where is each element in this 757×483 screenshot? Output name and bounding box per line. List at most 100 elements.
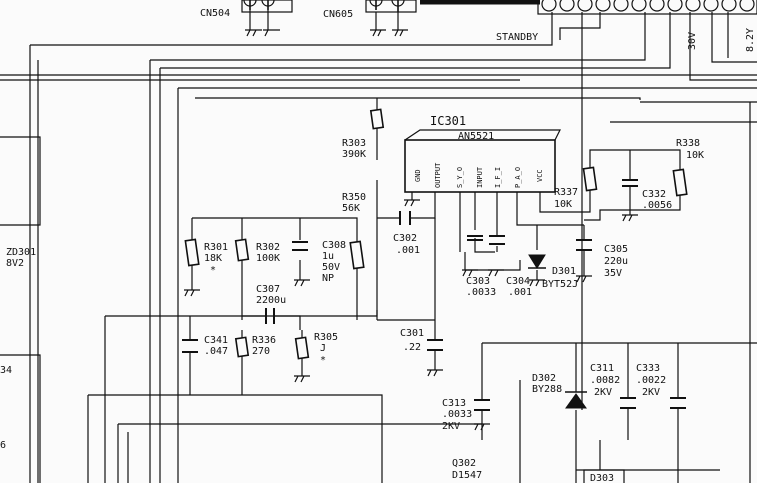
r303-ref: R303 bbox=[342, 138, 366, 149]
ground-symbols bbox=[184, 29, 638, 431]
d301-ref: D301 bbox=[552, 266, 576, 277]
capacitors bbox=[182, 179, 686, 411]
r336-body bbox=[234, 336, 250, 358]
ic301-ref: IC301 bbox=[430, 114, 466, 128]
cn504-label: CN504 bbox=[200, 8, 230, 19]
r302-value: 100K bbox=[256, 253, 280, 264]
c311-value-1: .0082 bbox=[590, 375, 620, 386]
c332-plates bbox=[622, 179, 638, 187]
c313-value-1: .0033 bbox=[442, 409, 472, 420]
c302-plates bbox=[399, 211, 411, 225]
c304-plates bbox=[489, 235, 505, 245]
c311-ref: C311 bbox=[590, 363, 614, 374]
d302-ref: D302 bbox=[532, 373, 556, 384]
c304-ref: C304 bbox=[506, 276, 530, 287]
d303-ref: D303 bbox=[590, 473, 614, 483]
d301-symbol bbox=[528, 254, 546, 269]
c301-plates bbox=[427, 339, 443, 351]
pin-vcc: VCC bbox=[536, 169, 544, 182]
r301-body bbox=[184, 238, 200, 267]
q302-ref: Q302 bbox=[452, 458, 476, 469]
zd301-value: 8V2 bbox=[6, 258, 24, 269]
c302-value: .001 bbox=[396, 245, 420, 256]
r301-mark: * bbox=[210, 265, 216, 276]
r302-body bbox=[234, 238, 250, 262]
c333-value-1: .0022 bbox=[636, 375, 666, 386]
r337-ref: R337 bbox=[554, 187, 578, 198]
c301-value: .22 bbox=[403, 342, 421, 353]
pin-output: OUTPUT bbox=[434, 162, 442, 188]
r338-ref: R338 bbox=[676, 138, 700, 149]
d301-value: BYT52J bbox=[542, 279, 578, 290]
c304-value: .001 bbox=[508, 287, 532, 298]
c305-value-1: 220u bbox=[604, 256, 628, 267]
c341-ref: C341 bbox=[204, 335, 228, 346]
c305-ref: C305 bbox=[604, 244, 628, 255]
r305-ref: R305 bbox=[314, 332, 338, 343]
c307-value: 2200u bbox=[256, 295, 286, 306]
v82-label: 8.2Y bbox=[745, 28, 756, 52]
c333-plates bbox=[670, 397, 686, 409]
r338-body bbox=[672, 168, 688, 197]
resistors bbox=[184, 108, 688, 360]
c308-value-3: NP bbox=[322, 273, 334, 284]
zd301-ref: ZD301 bbox=[6, 247, 36, 258]
d303-body bbox=[583, 469, 625, 483]
standby-label: STANDBY bbox=[496, 32, 538, 43]
c307-plates bbox=[265, 308, 275, 324]
r301-value: 18K bbox=[204, 253, 222, 264]
d302-value: BY288 bbox=[532, 384, 562, 395]
r303-value: 390K bbox=[342, 149, 366, 160]
r336-value: 270 bbox=[252, 346, 270, 357]
c303-value: .0033 bbox=[466, 287, 496, 298]
c308-plates bbox=[292, 241, 308, 251]
pin-pao: P_A_O bbox=[514, 167, 522, 188]
c308-ref: C308 bbox=[322, 240, 346, 251]
r303-body bbox=[369, 108, 385, 130]
pin-ifi: I_F_I bbox=[494, 167, 502, 188]
r350-ref: R350 bbox=[342, 192, 366, 203]
left-fragment-2: 6 bbox=[0, 440, 6, 451]
left-fragment-1: 34 bbox=[0, 365, 12, 376]
v30-label: 30V bbox=[687, 32, 698, 50]
pin-gnd: GND bbox=[414, 169, 422, 182]
c333-value-2: 2KV bbox=[642, 387, 660, 398]
c313-plates bbox=[474, 399, 490, 411]
ic301-part: AN5521 bbox=[458, 131, 494, 142]
c311-value-2: 2KV bbox=[594, 387, 612, 398]
c302-ref: C302 bbox=[393, 233, 417, 244]
r350-body bbox=[349, 240, 365, 270]
c301-ref: C301 bbox=[400, 328, 424, 339]
r337-body bbox=[582, 166, 598, 192]
ic301-body bbox=[404, 139, 556, 193]
r305-mark: * bbox=[320, 355, 326, 366]
diodes bbox=[528, 254, 625, 483]
r301-ref: R301 bbox=[204, 242, 228, 253]
pin-input: INPUT bbox=[476, 166, 484, 188]
cn605-label: CN605 bbox=[323, 9, 353, 20]
r305-value: J bbox=[320, 343, 326, 354]
d302-symbol bbox=[565, 393, 587, 409]
r336-ref: R336 bbox=[252, 335, 276, 346]
c332-value: .0056 bbox=[642, 200, 672, 211]
c307-ref: C307 bbox=[256, 284, 280, 295]
c308-value-1: 1u bbox=[322, 251, 334, 262]
r302-ref: R302 bbox=[256, 242, 280, 253]
c333-ref: C333 bbox=[636, 363, 660, 374]
r338-value: 10K bbox=[686, 150, 704, 161]
c341-value: .047 bbox=[204, 346, 228, 357]
r350-value: 56K bbox=[342, 203, 360, 214]
c313-ref: C313 bbox=[442, 398, 466, 409]
c303-ref: C303 bbox=[466, 276, 490, 287]
pin-syo: S_Y_O bbox=[456, 167, 464, 188]
c332-ref: C332 bbox=[642, 189, 666, 200]
c305-value-2: 35V bbox=[604, 268, 622, 279]
q302-value: D1547 bbox=[452, 470, 482, 481]
c308-value-2: 50V bbox=[322, 262, 340, 273]
r337-value: 10K bbox=[554, 199, 572, 210]
labels: CN504 CN605 STANDBY 30V 8.2Y IC301 AN552… bbox=[0, 8, 756, 483]
c303-plates bbox=[467, 235, 483, 241]
